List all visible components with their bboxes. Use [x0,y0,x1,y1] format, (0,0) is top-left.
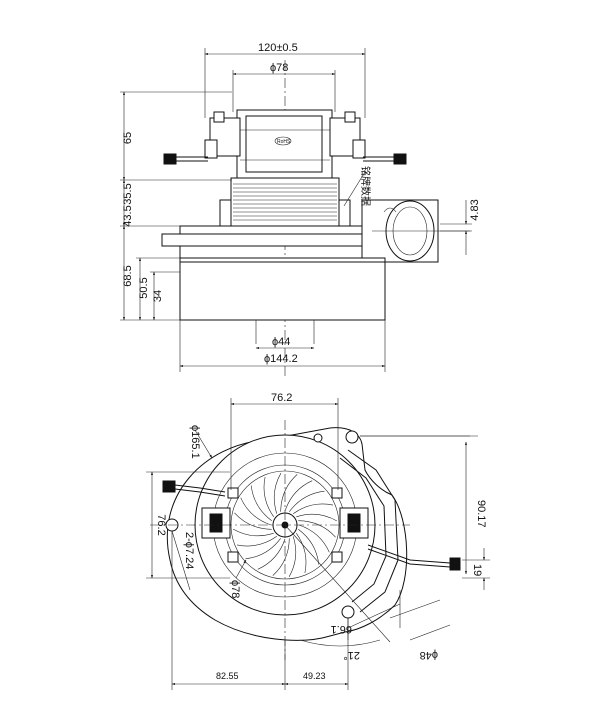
dim-19-label: 19 [471,564,483,576]
side-wires [163,153,407,165]
fan-blade [240,497,272,526]
dim-120-label: 120±0.5 [258,42,298,54]
side-view: RoHS [120,42,481,378]
dim-phi144-label: ϕ144.2 [264,353,298,365]
dim-76-2-left-label: 76.2 [155,514,167,535]
nameplate-text: 铭牌数据 [359,166,372,206]
dim-phi165-label: ϕ165.1 [189,425,201,459]
fan-blade [233,528,274,537]
fan-blade [280,474,298,512]
fan-blade [273,473,282,514]
mount-plate [161,225,391,259]
dim-bottom: 82.55 49.23 [171,531,349,690]
bottom-wires [162,480,461,571]
rohs-mark: RoHS [277,139,291,145]
fan-blade [284,480,313,512]
fan-blade [293,503,334,514]
dim-angle-label: 21° [343,649,360,661]
dim-holes: 2-ϕ7.24 [171,530,195,591]
dim-left-heights: 65 35.5 43.5 68.5 50.5 34 [120,91,232,321]
fan-blade [236,536,277,547]
dim-phi44-label: ϕ44 [272,336,290,348]
dim-19: 19 [462,548,490,590]
stator-body [219,177,351,227]
brush-blocks [201,487,369,563]
fan-blade [296,533,307,574]
nameplate-callout: 铭牌数据 [343,166,372,207]
dim-port-offset: 4.83 [440,199,481,255]
fan-blade [288,536,297,577]
fan-blade [272,538,290,576]
dim-43-5-label: 43.5 [122,205,134,226]
dim-90-17-label: 90.17 [475,500,487,528]
dim-35-5-label: 35.5 [122,183,134,204]
dim-phi48-label: ϕ48 [420,649,438,661]
dim-flange: ϕ78 [232,62,336,112]
dim-68-5-label: 68.5 [122,265,134,286]
dim-top-width: 120±0.5 [204,42,366,118]
dim-width-top: 76.2 [230,392,339,490]
inlet [255,320,315,344]
fan-blade [298,524,330,553]
fan-blade [257,538,286,570]
brush-housing: RoHS [204,109,366,179]
dim-50-5-label: 50.5 [138,277,150,298]
fan-blade [289,490,325,512]
fan-blade [298,529,320,565]
dim-4-83-label: 4.83 [469,199,481,220]
bottom-view: ϕ165.1 76.2 76.2 2-ϕ7.24 ϕ78 [146,392,490,690]
fan-blade [263,476,274,517]
dim-65-label: 65 [122,132,134,144]
fan-blade [296,513,337,522]
fan-blade [250,485,272,521]
dim-inlet-base: ϕ44 ϕ144.2 [179,320,386,372]
fan-housing [179,257,386,321]
dim-49-23-label: 49.23 [303,671,326,681]
outlet-shroud [339,449,399,613]
dim-76-2-top-label: 76.2 [271,392,292,404]
dim-height-left: 76.2 [146,471,230,579]
dim-66-1-label: 66.1 [331,623,352,635]
dim-ring: ϕ78 [229,559,247,598]
dim-82-55-label: 82.55 [216,671,239,681]
dim-outlet: ϕ48 [389,599,451,661]
dim-holes-label: 2-ϕ7.24 [183,532,195,569]
dim-phi78-label: ϕ78 [270,62,288,74]
dim-angle: 21° [284,524,391,661]
dim-ring-label: ϕ78 [229,580,241,598]
fan-blade [234,512,272,530]
fan-blade [245,538,281,560]
dim-right-90: 90.17 [360,435,487,575]
dim-34-label: 34 [152,290,164,302]
fan-blades [233,473,337,577]
outlet-port [361,199,470,263]
dim-outer-dia: ϕ165.1 [189,425,213,459]
